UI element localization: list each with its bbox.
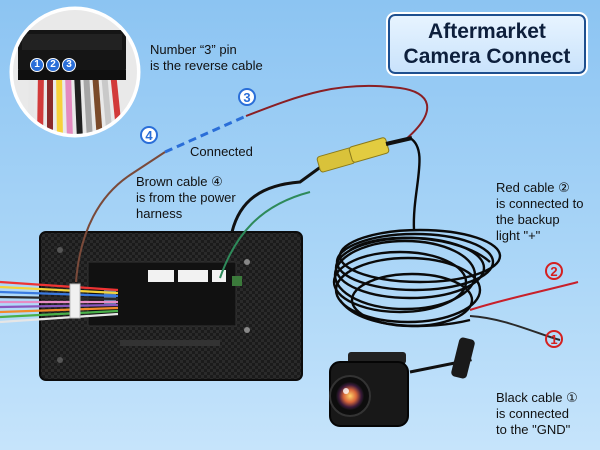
red-cable-marker: 2 (545, 262, 563, 280)
rca-connector (316, 136, 413, 173)
pin4-callout-marker: 4 (140, 126, 158, 144)
black-cable-marker: 1 (545, 330, 563, 348)
green-wire (219, 191, 311, 279)
wire-harness (0, 280, 119, 324)
reverse-cable (245, 84, 428, 141)
connected-label: Connected (190, 144, 253, 159)
camera (329, 337, 475, 427)
brown-cable (75, 151, 166, 283)
connector-closeup (9, 6, 141, 138)
black-cable-label: Black cable ① is connected to the "GND" (496, 390, 578, 437)
pin-number-2: 2 (46, 58, 60, 72)
red-cable (469, 281, 579, 311)
title-line1: Aftermarket (428, 20, 546, 43)
cable-coil (332, 136, 502, 328)
pin-number-3: 3 (62, 58, 76, 72)
dashed-connection (164, 114, 247, 154)
red-cable-label: Red cable ② is connected to the backup l… (496, 180, 584, 243)
pin3-callout-marker: 3 (238, 88, 256, 106)
pin-number-1: 1 (30, 58, 44, 72)
pin3-label: Number “3” pin is the reverse cable (150, 42, 263, 73)
head-unit (39, 231, 303, 381)
video-cable (230, 164, 323, 233)
title-box: Aftermarket Camera Connect (386, 12, 588, 76)
title-line2: Camera Connect (403, 45, 571, 68)
brown-cable-label: Brown cable ④ is from the power harness (136, 174, 236, 221)
